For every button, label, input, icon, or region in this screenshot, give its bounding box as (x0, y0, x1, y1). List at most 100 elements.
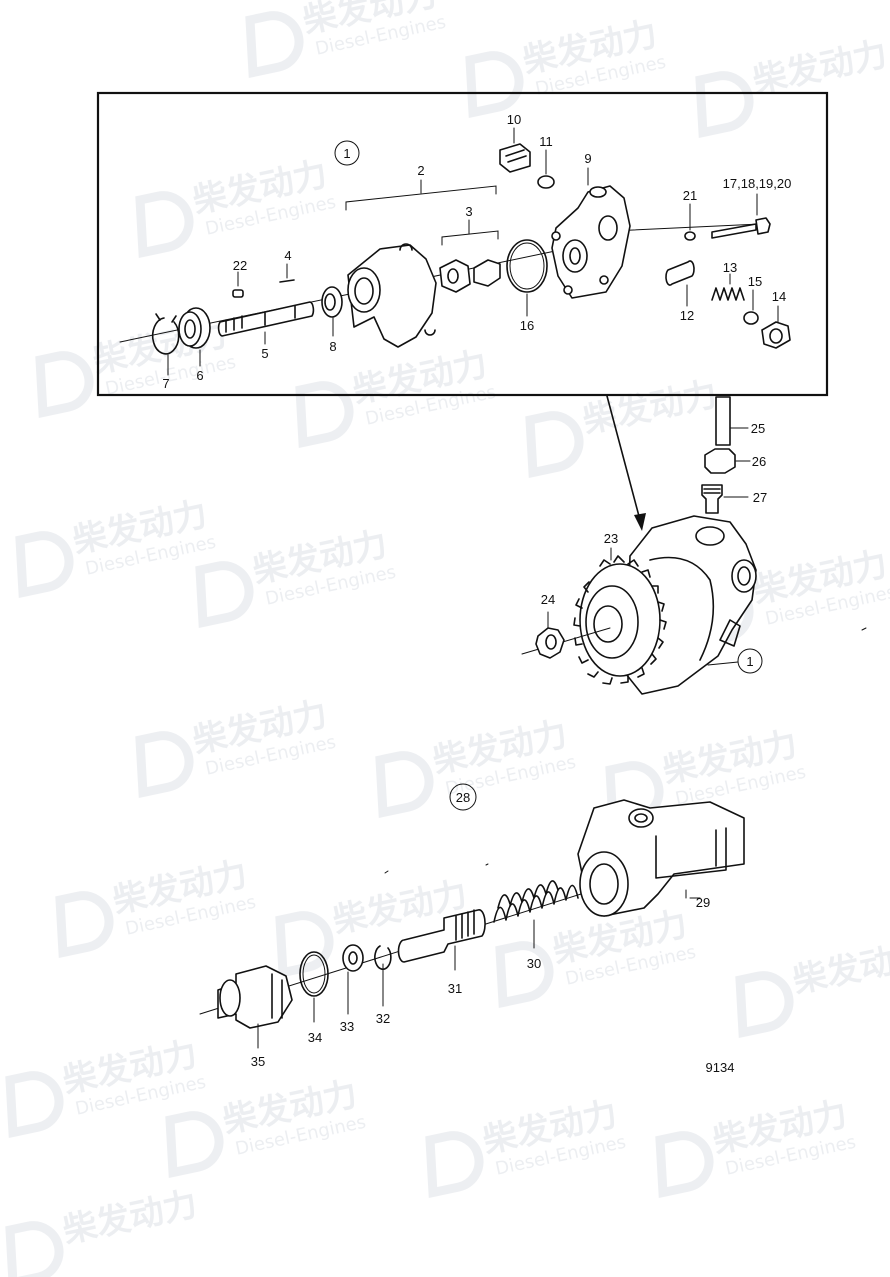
svg-text:1: 1 (343, 146, 350, 161)
watermark: 柴发动力 Diesel-Engines (465, 14, 668, 119)
nut-24: 24 (535, 592, 565, 659)
svg-text:27: 27 (753, 490, 767, 505)
svg-text:23: 23 (604, 531, 618, 546)
plug-14: 14 (761, 289, 791, 349)
d-logo-icon (425, 1131, 484, 1199)
washer-33: 33 (340, 944, 364, 1034)
svg-text:29: 29 (696, 895, 710, 910)
svg-text:柴发动力: 柴发动力 (789, 934, 890, 1001)
watermark: 柴发动力 Diesel-Engines (245, 0, 448, 79)
gear-23: 23 (573, 531, 667, 685)
stray-mark (384, 870, 389, 874)
d-logo-icon (15, 531, 74, 599)
watermark: 柴发动力 Diesel-Engines (425, 1094, 628, 1199)
drawing-number: 9134 (706, 1060, 735, 1075)
gear-axis (521, 627, 611, 655)
svg-text:柴发动力: 柴发动力 (749, 34, 890, 101)
circled-label-valve: 28 (449, 783, 477, 811)
svg-text:17,18,19,20: 17,18,19,20 (723, 176, 792, 191)
svg-text:32: 32 (376, 1011, 390, 1026)
watermark: 柴发动力 Diesel-Engines (375, 714, 578, 819)
watermark: 柴发动力 Diesel-Engines (135, 694, 338, 799)
svg-text:柴发动力: 柴发动力 (579, 374, 720, 441)
circled-label-main: 1 (334, 140, 360, 166)
shaft-5: 5 (217, 301, 315, 361)
bearing-8: 8 (321, 286, 343, 354)
d-logo-icon (295, 381, 354, 449)
watermark: 柴发动力 Diesel-Engines (55, 854, 258, 959)
pump-port-top (695, 526, 725, 546)
seal-ring-11: 11 (537, 134, 555, 189)
nipple-27: 27 (701, 484, 767, 514)
o-ring-34: 34 (299, 951, 329, 1045)
d-logo-icon (245, 11, 304, 79)
d-logo-icon (525, 411, 584, 479)
pump-body (625, 515, 757, 695)
svg-text:7: 7 (162, 376, 169, 391)
d-logo-icon (655, 1131, 714, 1199)
spring-30: 30 (493, 880, 579, 971)
svg-text:14: 14 (772, 289, 786, 304)
watermark: 柴发动力 (695, 34, 890, 139)
assembled-pump: 25 26 27 23 (521, 396, 767, 695)
svg-text:35: 35 (251, 1054, 265, 1069)
svg-text:13: 13 (723, 260, 737, 275)
watermark: 柴发动力 (5, 1184, 201, 1277)
detail-pointer-arrow (606, 395, 646, 531)
pump-cover-9: 9 (551, 151, 631, 299)
detail-box: 1 7 6 5 (96, 91, 829, 397)
valve-assembly: 28 29 30 31 (199, 783, 745, 1069)
stray-mark (485, 863, 489, 866)
d-logo-icon (465, 51, 524, 119)
watermark: 柴发动力 Diesel-Engines (135, 154, 338, 259)
bearing-housing-2: 2 (345, 163, 497, 348)
svg-text:2: 2 (417, 163, 424, 178)
svg-text:8: 8 (329, 339, 336, 354)
detail-box-frame (96, 91, 829, 397)
pipe-25: 25 (715, 396, 765, 446)
o-ring-15: 15 (743, 274, 762, 325)
svg-text:28: 28 (456, 790, 470, 805)
svg-text:21: 21 (683, 188, 697, 203)
svg-text:16: 16 (520, 318, 534, 333)
watermark: 柴发动力 Diesel-Engines (295, 344, 498, 449)
d-logo-icon (55, 891, 114, 959)
d-logo-icon (135, 191, 194, 259)
d-logo-icon (35, 351, 94, 419)
svg-text:10: 10 (507, 112, 521, 127)
svg-text:1: 1 (746, 654, 753, 669)
spring-13: 13 (711, 260, 745, 301)
coupling-3: 3 (439, 204, 501, 293)
screw-17-20: 17,18,19,20 (711, 176, 792, 239)
watermark: 柴发动力 Diesel-Engines (495, 904, 698, 1009)
svg-text:5: 5 (261, 346, 268, 361)
valve-housing-29: 29 (577, 799, 745, 917)
svg-text:31: 31 (448, 981, 462, 996)
svg-text:26: 26 (752, 454, 766, 469)
o-ring-16: 16 (506, 239, 548, 333)
svg-text:30: 30 (527, 956, 541, 971)
d-logo-icon (695, 71, 754, 139)
stray-mark (861, 627, 867, 631)
washer-21: 21 (683, 188, 697, 241)
circlip-32: 32 (374, 945, 392, 1026)
svg-text:22: 22 (233, 258, 247, 273)
pin-4: 4 (279, 248, 295, 283)
d-logo-icon (165, 1111, 224, 1179)
watermark: 柴发动力 Diesel-Engines (655, 1094, 858, 1199)
d-logo-icon (135, 731, 194, 799)
watermark: 柴发动力 Diesel-Engines (195, 524, 398, 629)
d-logo-icon (5, 1071, 64, 1139)
key-22: 22 (232, 258, 247, 298)
d-logo-icon (495, 941, 554, 1009)
watermark: 柴发动力 (735, 934, 890, 1039)
svg-text:9: 9 (584, 151, 591, 166)
plug-35: 35 (217, 965, 293, 1069)
svg-text:11: 11 (539, 134, 553, 149)
svg-text:15: 15 (748, 274, 762, 289)
svg-text:3: 3 (465, 204, 472, 219)
svg-text:6: 6 (196, 368, 203, 383)
d-logo-icon (195, 561, 254, 629)
